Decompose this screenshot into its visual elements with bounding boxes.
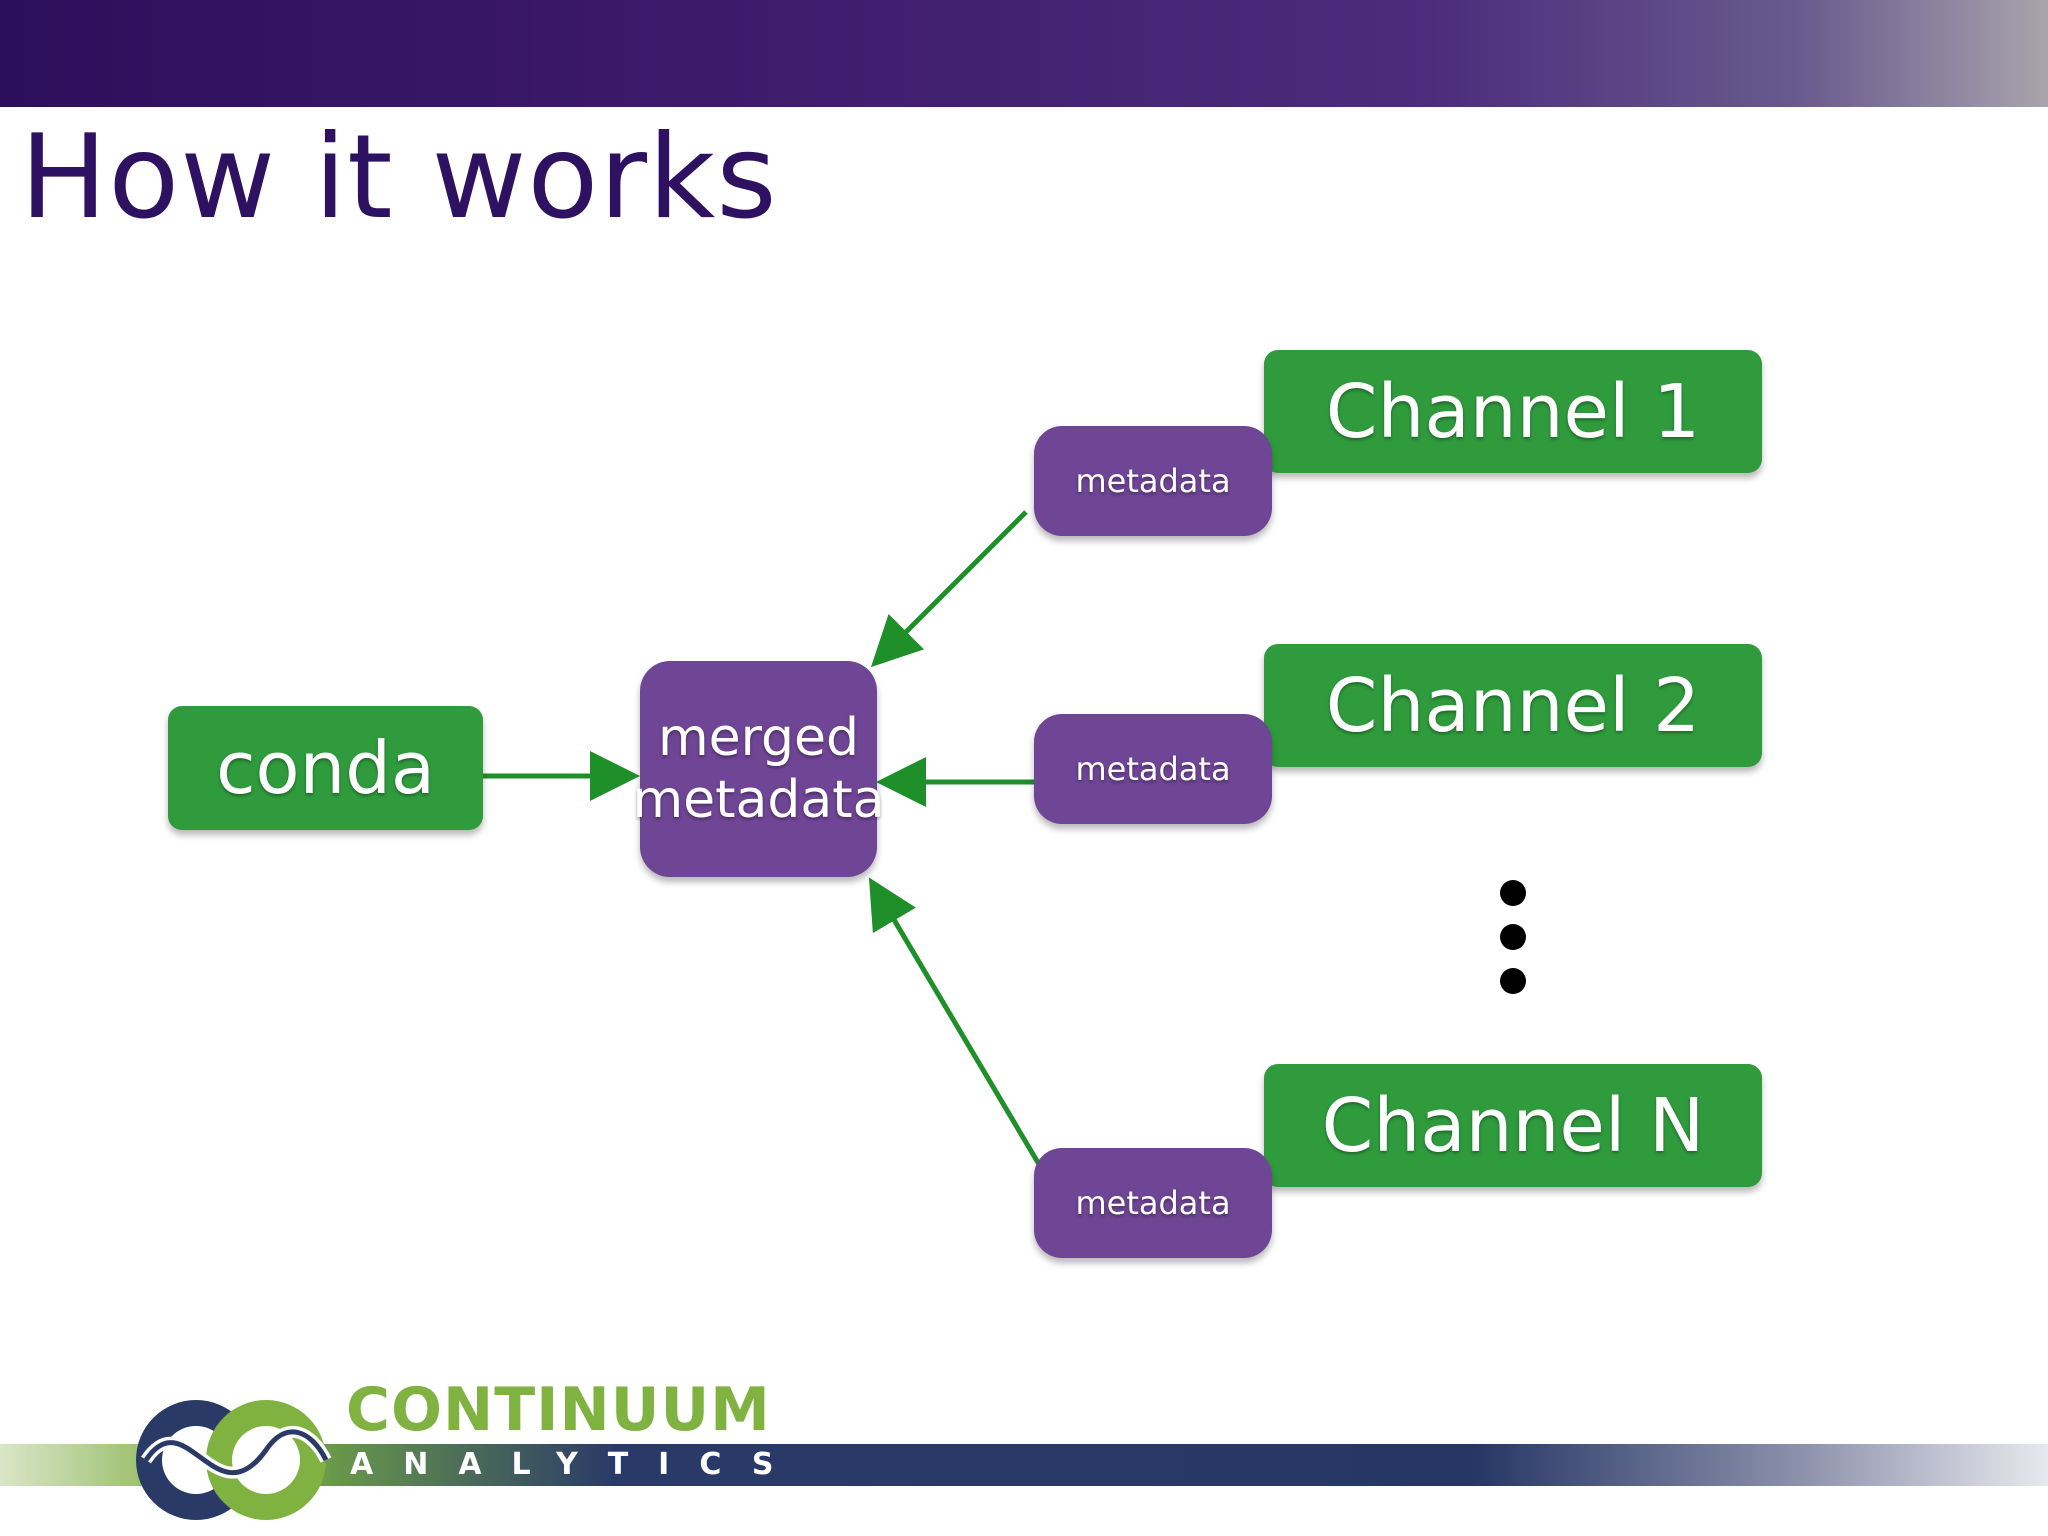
channel-n-label: Channel N [1321,1082,1705,1169]
metadata-node-2: metadata [1034,714,1272,824]
footer-band [0,1444,2048,1486]
ellipsis-dot-2 [1500,924,1526,950]
channel-1-label: Channel 1 [1325,368,1701,455]
channel-1-node: Channel 1 [1264,350,1762,473]
slide-title: How it works [20,110,778,245]
metadata-label-3: metadata [1075,1184,1231,1222]
arrow-meta3-to-merged [868,877,1043,1168]
merged-metadata-label: merged metadata [632,707,885,830]
continuum-logo-icon [136,1400,332,1520]
metadata-node-3: metadata [1034,1148,1272,1258]
header-bar [0,0,2048,107]
logo-subtitle: ANALYTICS [350,1447,804,1482]
arrow-meta1-to-merged [870,510,1028,668]
channel-2-node: Channel 2 [1264,644,1762,767]
metadata-node-1: metadata [1034,426,1272,536]
channel-n-node: Channel N [1264,1064,1762,1187]
ellipsis-dot-3 [1500,968,1526,994]
ellipsis-dot-1 [1500,880,1526,906]
logo-wordmark: CONTINUUM [346,1375,771,1445]
merged-metadata-node: merged metadata [632,661,885,877]
conda-node: conda [168,706,483,830]
metadata-label-2: metadata [1075,750,1231,788]
channel-2-label: Channel 2 [1325,662,1701,749]
conda-label: conda [215,726,436,810]
metadata-label-1: metadata [1075,462,1231,500]
